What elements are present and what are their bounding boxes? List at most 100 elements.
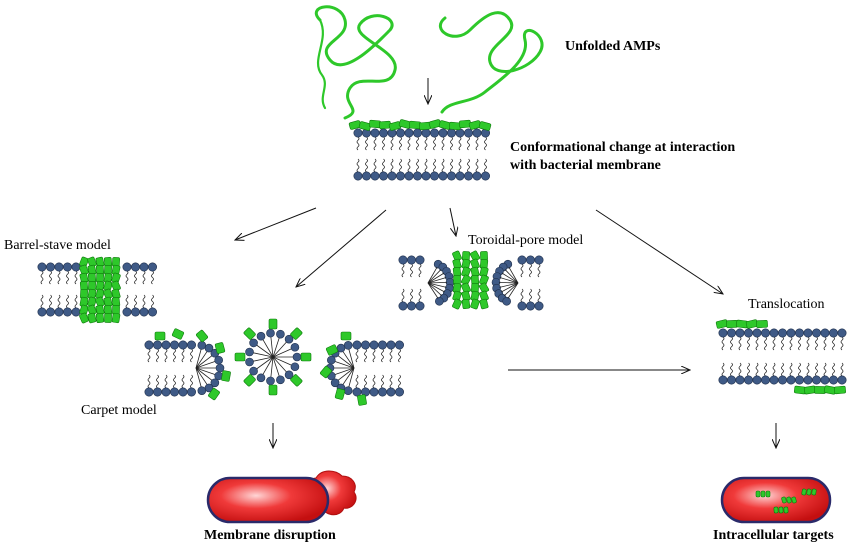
bacterium-disrupted — [206, 470, 357, 524]
lipid-head — [803, 328, 813, 338]
lipid-head — [170, 340, 180, 350]
lipid-head — [415, 301, 425, 311]
lipid-head — [406, 255, 416, 265]
lipid-head — [726, 328, 736, 338]
label-barrel-stave: Barrel-stave model — [4, 238, 111, 253]
lipid-head — [131, 307, 141, 317]
carpet-model-illustration — [144, 318, 404, 406]
lipid-head — [45, 307, 55, 317]
lipid-head — [735, 328, 745, 338]
lipid-head — [726, 375, 736, 385]
amp-peptide — [234, 352, 246, 362]
barrel-stave-membrane — [37, 256, 158, 324]
lipid-head — [502, 296, 511, 306]
lipid-head — [718, 328, 728, 338]
amp-peptide — [268, 318, 278, 330]
membrane-interaction — [348, 119, 492, 181]
lipid-head — [178, 387, 188, 397]
amp-peptide — [479, 298, 489, 310]
lipid-head — [404, 128, 414, 138]
amp-peptide — [791, 496, 797, 504]
lipid-head — [377, 340, 387, 350]
lipid-head — [369, 340, 379, 350]
lipid-head — [429, 171, 439, 181]
lipid-head — [395, 171, 405, 181]
lipid-head — [62, 262, 72, 272]
lipid-head — [378, 171, 388, 181]
lipid-head — [415, 255, 425, 265]
label-conformational-line2: with bacterial membrane — [510, 158, 661, 173]
lipid-head — [148, 307, 158, 317]
lipid-head — [786, 328, 796, 338]
unfolded-peptide-1 — [315, 5, 397, 120]
lipid-head — [284, 334, 294, 344]
lipid-head — [214, 355, 223, 365]
lipid-head — [386, 340, 396, 350]
lipid-head — [377, 387, 387, 397]
lipid-head — [794, 375, 804, 385]
lipid-head — [777, 328, 787, 338]
label-carpet: Carpet model — [81, 403, 157, 418]
lipid-head — [353, 171, 363, 181]
amp-peptide — [461, 298, 471, 310]
lipid-head — [406, 301, 416, 311]
lipid-head — [144, 387, 154, 397]
amp-peptide — [325, 344, 339, 356]
lipid-head — [811, 375, 821, 385]
lipid-head — [438, 171, 448, 181]
label-toroidal-pore: Toroidal-pore model — [468, 233, 584, 248]
arrow-to-barrel-stave — [235, 207, 317, 240]
lipid-head — [435, 296, 444, 306]
lipid-head — [395, 128, 405, 138]
lipid-head — [336, 343, 346, 353]
lipid-head — [525, 301, 535, 311]
lipid-head — [534, 255, 544, 265]
lipid-head — [54, 262, 64, 272]
amp-peptide — [781, 496, 787, 504]
lipid-head — [245, 357, 254, 367]
amp-peptide — [340, 331, 352, 341]
amp-peptide — [755, 490, 761, 498]
lipid-head — [153, 387, 163, 397]
lipid-head — [161, 387, 171, 397]
lipid-head — [353, 128, 363, 138]
lipid-head — [446, 171, 456, 181]
lipid-head — [249, 338, 258, 348]
lipid-head — [266, 376, 275, 386]
lipid-head — [820, 328, 830, 338]
lipid-head — [743, 328, 753, 338]
lipid-head — [803, 375, 813, 385]
label-intracellular-targets: Intracellular targets — [713, 528, 834, 543]
lipid-head — [71, 262, 81, 272]
amp-peptide — [793, 385, 807, 395]
unfolded-peptide-2 — [438, 11, 544, 114]
amp-peptide — [290, 327, 303, 340]
amp-peptide — [87, 312, 97, 324]
amp-peptide — [726, 319, 738, 329]
lipid-head — [187, 340, 197, 350]
lipid-head — [837, 375, 847, 385]
lipid-head — [197, 386, 207, 395]
amp-peptide — [290, 374, 303, 387]
lipid-head — [735, 375, 745, 385]
lipid-head — [794, 328, 804, 338]
lipid-head — [455, 171, 465, 181]
lipid-head — [534, 301, 544, 311]
amp-peptide — [783, 506, 789, 514]
lipid-head — [290, 342, 300, 352]
lipid-head — [62, 307, 72, 317]
lipid-head — [446, 128, 456, 138]
amp-peptide — [478, 121, 492, 131]
amp-peptide — [208, 387, 220, 401]
lipid-head — [517, 255, 527, 265]
label-translocation: Translocation — [748, 297, 825, 312]
arrow-to-translocation — [595, 209, 723, 294]
translocation-membrane — [715, 319, 847, 395]
amp-peptide — [196, 329, 208, 343]
lipid-head — [187, 387, 197, 397]
lipid-head — [153, 340, 163, 350]
lipid-head — [343, 341, 353, 350]
lipid-head — [480, 171, 490, 181]
label-unfolded-amps: Unfolded AMPs — [565, 39, 661, 54]
amp-peptide — [814, 386, 826, 394]
